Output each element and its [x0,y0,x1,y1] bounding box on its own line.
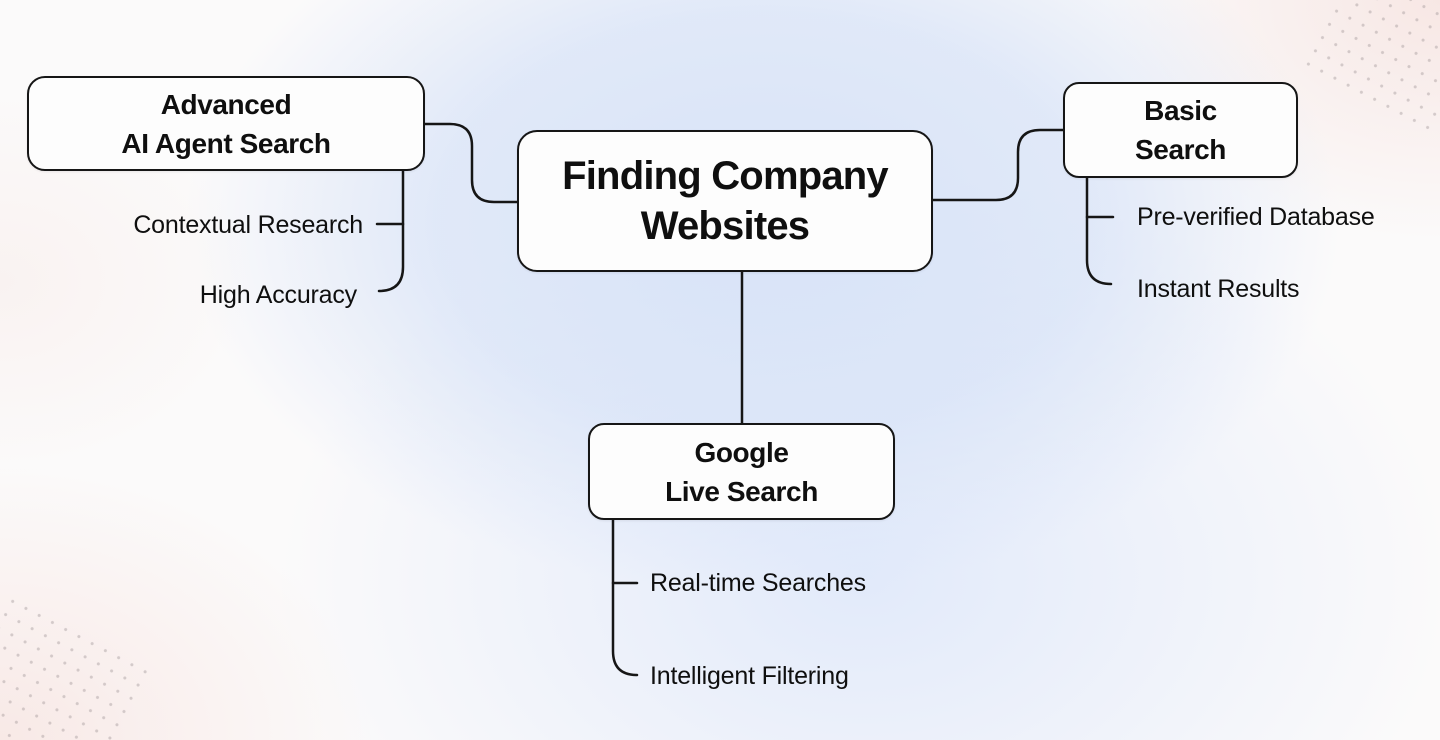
leaf-intelligent-filtering[interactable]: Intelligent Filtering [650,662,849,690]
root-title-line1: Finding Company [562,154,889,198]
connector-advanced-leaves [377,168,405,293]
leaf-real-time-searches[interactable]: Real-time Searches [650,569,866,597]
corner-dots-bottom-left [0,591,151,740]
google-title-line2: Live Search [665,475,818,507]
advanced-title-line2: AI Agent Search [121,127,331,159]
node-basic-search[interactable]: Basic Search [1063,82,1298,178]
connector-root-advanced [422,122,520,204]
basic-title-line1: Basic [1144,95,1217,126]
corner-dots-top-right [1295,0,1440,143]
leaf-high-accuracy[interactable]: High Accuracy [199,281,357,309]
connector-root-basic [930,128,1066,202]
leaf-instant-results[interactable]: Instant Results [1137,275,1300,303]
leaf-pre-verified-database[interactable]: Pre-verified Database [1137,203,1375,231]
root-title-line2: Websites [640,204,810,248]
node-advanced-ai-agent-search[interactable]: Advanced AI Agent Search [27,76,425,171]
leaf-contextual-research[interactable]: Contextual Research [133,211,363,239]
connector-google-leaves [611,517,639,677]
google-title-line1: Google [694,436,789,468]
connector-basic-leaves [1085,175,1113,286]
node-finding-company-websites[interactable]: Finding Company Websites [517,130,933,272]
node-google-live-search[interactable]: Google Live Search [588,423,895,520]
advanced-title-line1: Advanced [160,88,292,120]
basic-title-line2: Search [1135,134,1226,165]
